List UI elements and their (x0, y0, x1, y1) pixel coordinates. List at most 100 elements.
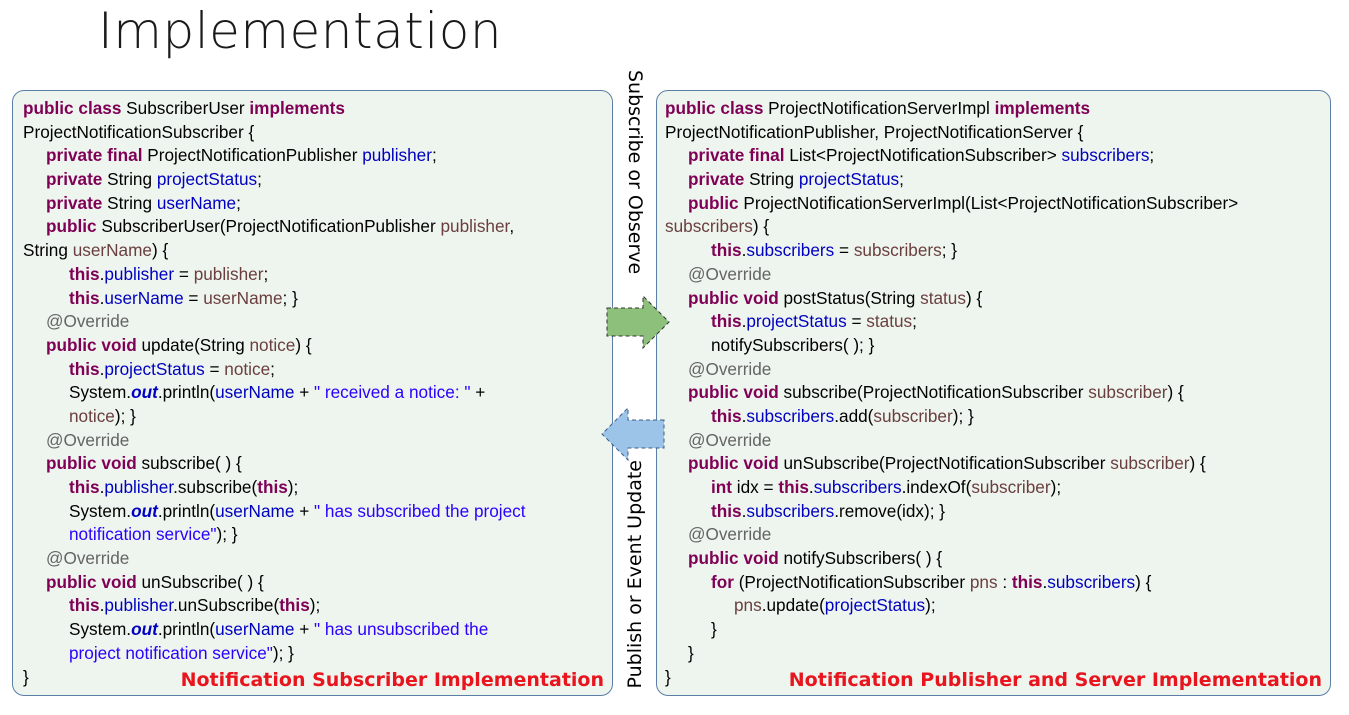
code-token: } (665, 666, 671, 687)
code-token: @Override (688, 524, 772, 545)
code-token: " has unsubscribed the (314, 619, 489, 640)
code-token: @Override (46, 429, 130, 450)
code-line: @Override (665, 358, 1238, 382)
code-token: public (688, 192, 739, 213)
code-token: subscribe( ) { (136, 453, 242, 474)
code-token: System. (69, 500, 132, 521)
code-token: subscriber (971, 477, 1051, 497)
code-token: ProjectNotificationServerImpl (763, 98, 995, 118)
code-token: @Override (688, 263, 772, 284)
code-token: notifySubscribers( ); } (711, 334, 875, 355)
code-token: userName (104, 287, 184, 308)
code-token: + (470, 382, 486, 403)
code-line: String userName) { (23, 239, 526, 263)
code-token: notifySubscribers( ) { (778, 548, 943, 569)
code-token: public (46, 216, 97, 237)
code-token: . (99, 595, 105, 616)
code-token: this (69, 595, 100, 616)
code-token: public void (46, 453, 137, 474)
code-line: notifySubscribers( ); } (665, 334, 1238, 358)
code-token: = (834, 240, 854, 261)
code-line: @Override (23, 310, 526, 334)
code-token: projectStatus (156, 169, 258, 190)
code-line: private String projectStatus; (665, 168, 1238, 192)
code-line: @Override (23, 547, 526, 571)
code-token: out (131, 619, 158, 640)
code-line: notification service"); } (23, 523, 526, 547)
code-line: private String projectStatus; (23, 168, 526, 192)
code-line: System.out.println(userName + " has subs… (23, 500, 526, 524)
code-token: projectStatus (746, 311, 847, 332)
code-token: public class (665, 98, 764, 118)
code-token: ); (1050, 477, 1062, 497)
code-line: } (665, 642, 1238, 666)
code-token: private (46, 192, 103, 213)
code-token: subscribers (746, 240, 835, 261)
code-token: , (509, 216, 515, 237)
code-line: this.publisher.unSubscribe(this); (23, 594, 526, 618)
code-token: String (744, 169, 799, 190)
code-line: public void notifySubscribers( ) { (665, 547, 1238, 571)
code-token: public void (688, 548, 779, 569)
code-token: ); (925, 595, 936, 616)
slide-title: Implementation (98, 2, 503, 60)
code-token: userName (156, 192, 237, 213)
code-token: .println( (157, 619, 216, 640)
code-token: } (711, 619, 717, 640)
code-token: " has subscribed the project (314, 500, 526, 521)
code-line: this.subscribers.remove(idx); } (665, 500, 1238, 524)
code-token: public void (688, 453, 779, 474)
code-token: userName (215, 500, 295, 521)
code-token: String (102, 192, 157, 213)
code-token: ); } (272, 642, 294, 663)
code-token: subscribers (746, 405, 835, 426)
code-token: publisher (440, 216, 510, 237)
code-token: unSubscribe(ProjectNotificationSubscribe… (778, 453, 1111, 474)
code-token: this (69, 263, 100, 284)
code-line: @Override (665, 523, 1238, 547)
code-token: status (866, 311, 913, 332)
publisher-code-panel: public class ProjectNotificationServerIm… (656, 90, 1331, 696)
code-line: } (665, 618, 1238, 642)
code-token: ProjectNotificationPublisher (142, 145, 363, 166)
code-token: ; (1149, 145, 1155, 166)
code-token: @Override (46, 311, 130, 332)
code-line: public class SubscriberUser implements (23, 97, 526, 121)
code-token: idx = (732, 477, 779, 497)
code-token: System. (69, 382, 132, 403)
code-token: System. (69, 619, 132, 640)
publisher-code-block: public class ProjectNotificationServerIm… (665, 97, 1238, 689)
code-line: notice); } (23, 405, 526, 429)
code-token: . (741, 311, 747, 332)
code-line: this.userName = userName; } (23, 287, 526, 311)
code-line: project notification service"); } (23, 642, 526, 666)
code-token: projectStatus (104, 358, 205, 379)
code-token: subscriber (1110, 453, 1190, 474)
code-token: publisher (104, 263, 175, 284)
code-token: subscriber (1088, 382, 1168, 403)
code-token: int (711, 477, 732, 497)
code-line: System.out.println(userName + " received… (23, 381, 526, 405)
code-token: this (257, 477, 288, 497)
code-line: this.publisher.subscribe(this); (23, 476, 526, 500)
code-token: private (46, 169, 103, 190)
code-line: for (ProjectNotificationSubscriber pns :… (665, 571, 1238, 595)
code-token: ; } (941, 240, 958, 261)
code-token: subscribers (1047, 571, 1136, 592)
subscribe-arrow-icon (606, 294, 670, 350)
code-token: ; (257, 169, 262, 190)
code-token: } (23, 666, 29, 687)
code-token: .println( (157, 500, 216, 521)
code-token: SubscriberUser (121, 98, 250, 118)
code-token: @Override (688, 429, 772, 450)
code-token: . (99, 358, 105, 379)
code-token: .indexOf( (901, 477, 972, 497)
code-token: .remove(idx); } (834, 500, 946, 521)
code-token: this (711, 500, 742, 521)
code-line: public class ProjectNotificationServerIm… (665, 97, 1238, 121)
code-token: project notification service" (69, 642, 273, 663)
publish-flow-label: Publish or Event Update (624, 460, 646, 689)
code-token: ) { (1189, 453, 1206, 474)
code-token: this (711, 240, 742, 261)
code-token: notice (224, 358, 271, 379)
